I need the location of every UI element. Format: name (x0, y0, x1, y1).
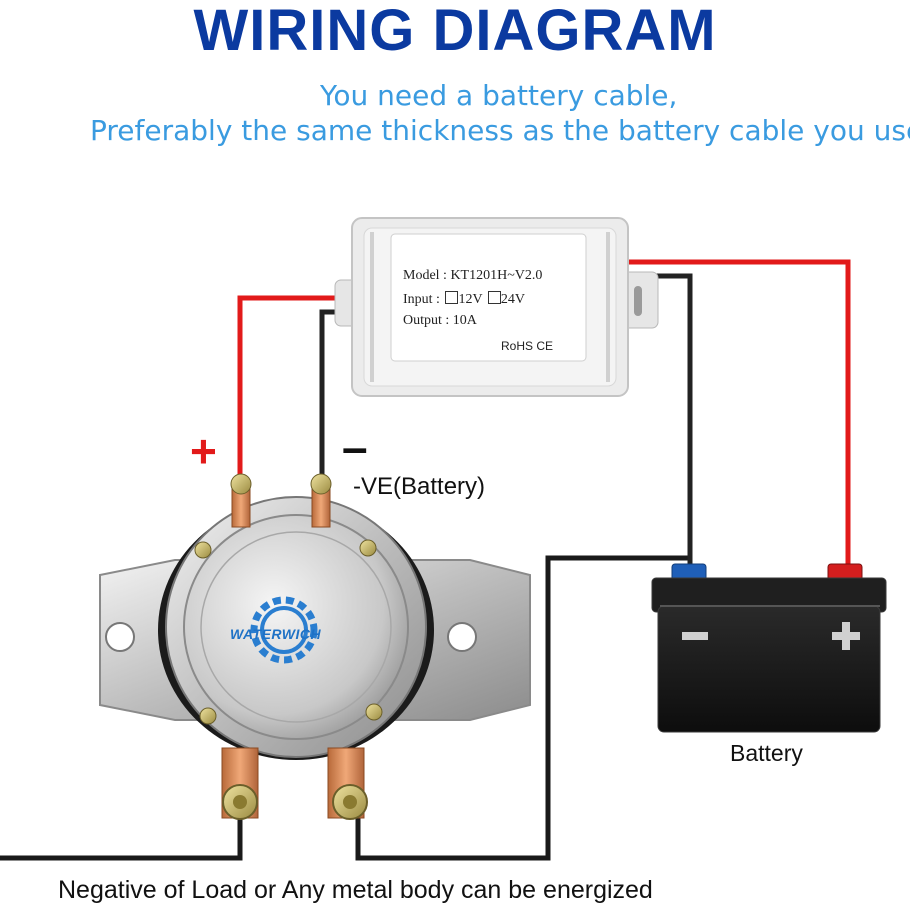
subtitle-line-2: Preferably the same thickness as the bat… (90, 114, 910, 147)
battery (651, 563, 887, 733)
solenoid-positive-sign: + (190, 425, 217, 477)
negative-battery-label: -VE(Battery) (353, 473, 486, 500)
module-label-plate: Model : KT1201H~V2.0 Input : 12V 24V Out… (393, 236, 583, 358)
solenoid (99, 473, 531, 820)
module-model: Model : KT1201H~V2.0 (403, 268, 543, 283)
page-title: WIRING DIAGRAM (193, 0, 717, 63)
module-input: Input : 12V 24V (403, 291, 525, 308)
solenoid-brand: WATERWICH (230, 626, 322, 642)
checkbox-24v (487, 291, 501, 304)
input-prefix: Input : (403, 292, 440, 307)
checkbox-12v (445, 291, 459, 304)
solenoid-negative-sign: – (342, 421, 368, 473)
module-battery-wires (626, 259, 851, 572)
ground-wires (0, 555, 690, 861)
module-output: Output : 10A (403, 313, 477, 328)
module-certifications: RoHS CE (501, 339, 554, 353)
subtitle-line-1: You need a battery cable, (320, 79, 678, 112)
battery-label: Battery (730, 740, 803, 766)
input-24v: 24V (500, 292, 525, 307)
brand-logo (250, 596, 318, 664)
controller-module (334, 217, 659, 397)
ground-note: Negative of Load or Any metal body can b… (58, 876, 653, 904)
input-12v: 12V (458, 292, 483, 307)
